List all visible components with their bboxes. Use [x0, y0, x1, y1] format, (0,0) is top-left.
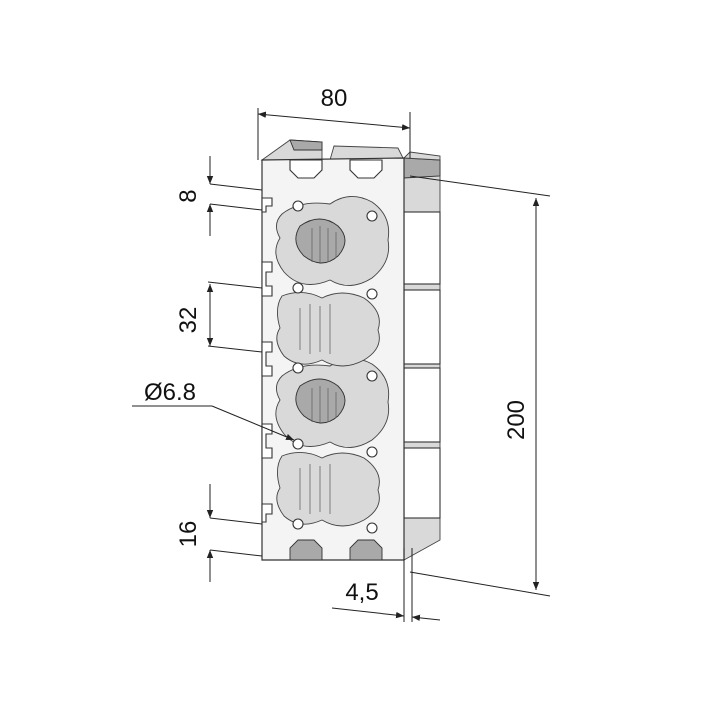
dim-32: 32	[175, 281, 263, 353]
dim-hole-label: Ø6.8	[144, 379, 196, 406]
dim-32-label: 32	[175, 307, 202, 334]
dim-8: 8	[175, 156, 263, 236]
dim-80: 80	[257, 85, 411, 160]
dim-4-5-label: 4,5	[345, 579, 378, 606]
cross-section	[261, 157, 405, 561]
cavity-4	[276, 452, 380, 527]
left-slots	[261, 197, 273, 523]
dim-4-5: 4,5	[331, 548, 441, 622]
cavity-3	[276, 292, 380, 367]
dim-16-label: 16	[175, 521, 202, 548]
dim-80-label: 80	[321, 85, 348, 112]
core-holes	[292, 200, 378, 534]
dim-16: 16	[175, 484, 263, 582]
cavity-1	[275, 196, 390, 286]
dim-200: 200	[409, 175, 551, 597]
dim-8-label: 8	[175, 189, 202, 202]
dim-200-label: 200	[503, 400, 530, 440]
extrusion-top	[260, 139, 441, 161]
dim-hole: Ø6.8	[132, 379, 295, 441]
extrusion-side	[403, 157, 441, 561]
